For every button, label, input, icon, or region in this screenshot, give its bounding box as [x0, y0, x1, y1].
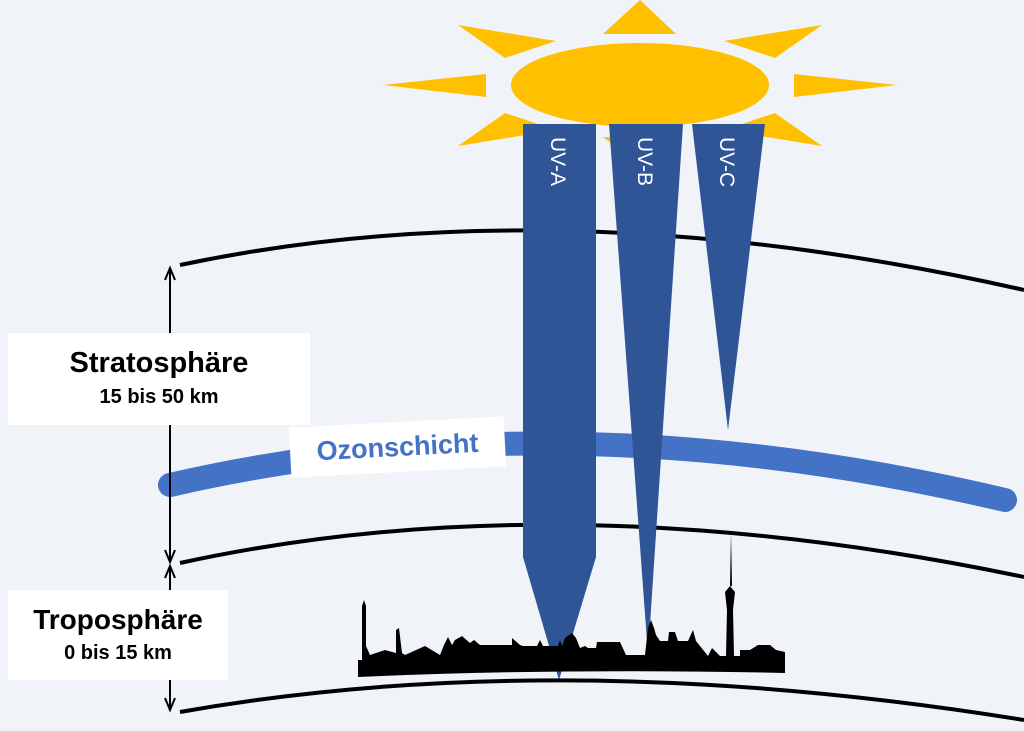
stratosphere-range: 15 bis 50 km [99, 386, 219, 408]
troposphere-label-box: Troposphäre 0 bis 15 km [8, 590, 228, 680]
uv-beams: UV-A UV-B UV-C [523, 124, 765, 680]
sun [383, 0, 897, 165]
atmosphere-top-boundary [179, 228, 1024, 292]
sun-disc [511, 43, 769, 127]
sun-ray [794, 74, 897, 97]
sun-ray [458, 25, 556, 58]
ground-boundary [179, 678, 1024, 722]
uv-a-label: UV-A [546, 137, 569, 186]
stratosphere-name: Stratosphäre [69, 347, 249, 379]
uv-c-beam [692, 124, 765, 430]
uv-c-label: UV-C [715, 137, 738, 187]
uv-a-beam [523, 124, 596, 680]
sun-ray [603, 0, 676, 34]
sun-ray [383, 74, 486, 97]
troposphere-name: Troposphäre [33, 604, 203, 635]
sun-ray [724, 113, 822, 146]
uv-b-beam [609, 124, 683, 655]
tropopause-boundary [179, 522, 1024, 579]
uv-b-label: UV-B [633, 137, 656, 186]
troposphere-range: 0 bis 15 km [64, 642, 172, 664]
sun-ray [724, 25, 822, 58]
sun-ray [458, 113, 556, 146]
stratosphere-label-box: Stratosphäre 15 bis 50 km [8, 333, 310, 425]
city-skyline-silhouette [358, 532, 785, 677]
